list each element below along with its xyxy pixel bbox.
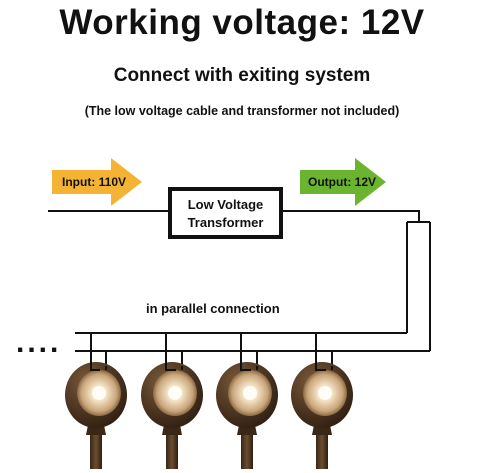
light-3 <box>216 362 278 469</box>
bus-wires <box>75 332 430 352</box>
drop-wires <box>90 333 333 366</box>
page-note: (The low voltage cable and transformer n… <box>84 104 400 118</box>
supply-wires <box>48 210 420 222</box>
light-4 <box>291 362 353 469</box>
parallel-connection-label: in parallel connection <box>146 301 280 316</box>
transformer-label-line1: Low Voltage <box>188 197 264 212</box>
input-label: Input: 110V <box>62 175 126 189</box>
output-arrow: Output: 12V <box>300 158 386 206</box>
light-2 <box>141 362 203 469</box>
page-title: Working voltage: 12V <box>59 3 425 42</box>
page-subtitle: Connect with exiting system <box>113 65 371 86</box>
light-cable-stubs <box>90 360 333 371</box>
transformer-box: Low Voltage Transformer <box>168 187 283 239</box>
riser-wire <box>406 221 431 351</box>
transformer-label-line2: Transformer <box>188 215 264 230</box>
light-1 <box>65 362 127 469</box>
input-arrow: Input: 110V <box>52 158 142 206</box>
output-label: Output: 12V <box>308 175 376 189</box>
continuation-dots: .... <box>16 326 61 359</box>
